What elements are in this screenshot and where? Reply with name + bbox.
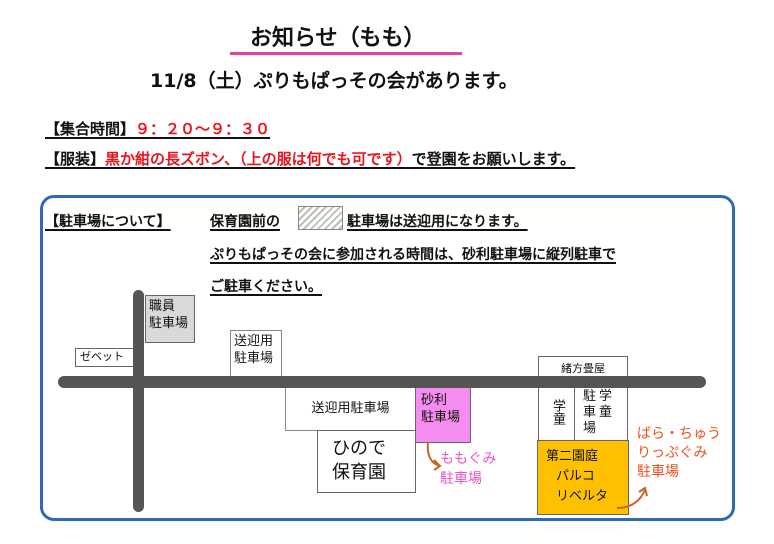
arrow-icon — [616, 486, 648, 509]
parking-line1-before: 保育園前の — [210, 214, 280, 230]
subtitle: 11/8（土）ぷりもぱっその会があります。 — [150, 70, 518, 92]
pickup-parking-small: 送迎用駐車場 — [230, 330, 282, 378]
pickup-big-label: 送迎用駐車場 — [311, 401, 390, 416]
gather-value: ９：２０～９：３０ — [135, 120, 271, 138]
page-title: お知らせ（もも） — [250, 26, 426, 51]
staff-parking-label: 職員 — [149, 299, 176, 314]
staff-parking-label: 駐車場 — [149, 316, 189, 331]
yard-label: 第二園庭 — [546, 449, 599, 464]
momo-label: 駐車場 — [440, 471, 482, 487]
parking-line3: ご駐車ください。 — [210, 279, 322, 295]
gravel-parking: 砂利駐車場 — [415, 387, 471, 443]
gather-time: 【集合時間】９：２０～９：３０ — [45, 118, 270, 139]
pickup-small-label: 駐車場 — [234, 351, 274, 366]
parking-line2: ぷりもぱっその会に参加される時間は、砂利駐車場に縦列駐車で — [210, 247, 616, 263]
momo-label: ももぐみ — [440, 451, 497, 467]
bara-parking: ばら・ちゅうりっぷぐみ駐車場 — [637, 425, 721, 482]
road-vertical — [133, 290, 144, 512]
bara-label: ばら・ちゅう — [637, 426, 721, 442]
gakudo-parking-label: 場 — [583, 421, 600, 436]
gakudo-parking-label: 駐学 — [583, 389, 616, 404]
title-underline — [230, 52, 462, 55]
pickup-parking-big: 送迎用駐車場 — [285, 387, 416, 431]
dress-value: 黒か紺の長ズボン、（上の服は何でも可です） — [105, 150, 412, 168]
momo-parking: ももぐみ駐車場 — [440, 449, 496, 489]
gather-label: 【集合時間】 — [45, 120, 136, 138]
zebet: ゼベット — [75, 348, 137, 367]
nursery-label: 保育園 — [332, 462, 386, 483]
parking-line1-after: 駐車場は送迎用になります。 — [347, 214, 528, 230]
dress-code: 【服装】黒か紺の長ズボン、（上の服は何でも可です）で登園をお願いします。 — [45, 148, 575, 169]
yard-label: リベルタ — [556, 489, 609, 504]
hinode-nursery: ひので保育園 — [317, 430, 416, 493]
road-horizontal — [58, 376, 706, 388]
staff-parking: 職員駐車場 — [145, 295, 195, 343]
gakudo-parking-label: 車童 — [583, 405, 616, 420]
bara-label: 駐車場 — [637, 464, 679, 480]
gravel-label: 駐車場 — [421, 410, 461, 425]
arrow-icon — [426, 441, 442, 471]
parking-heading: 【駐車場について】 — [45, 214, 171, 230]
nursery-label: ひので — [332, 438, 386, 459]
second-yard: 第二園庭パルコリベルタ — [537, 440, 629, 515]
hatch-legend — [298, 206, 343, 230]
gakudo-parking: 駐学車童場 — [574, 386, 628, 442]
pickup-small-label: 送迎用 — [234, 334, 274, 349]
gravel-label: 砂利 — [421, 393, 448, 408]
yard-label: パルコ — [556, 469, 595, 484]
gakudo: 学童 — [538, 386, 575, 442]
bara-label: りっぷぐみ — [637, 445, 708, 461]
dress-label: 【服装】 — [45, 150, 106, 168]
parking-frame — [40, 195, 735, 521]
dress-suffix: で登園をお願いします。 — [411, 150, 576, 168]
